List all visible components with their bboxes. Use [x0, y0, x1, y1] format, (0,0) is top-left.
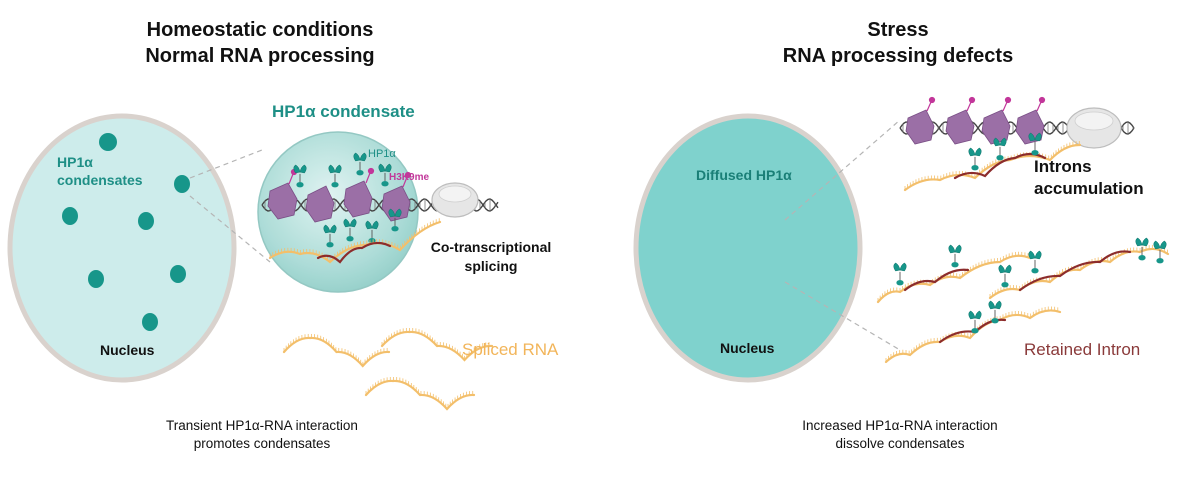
h3k9me-marks: [288, 167, 412, 188]
cotranscriptional-line1: Co-transcriptional: [430, 239, 552, 255]
hp1a-condensates-label: HP1α condensates: [57, 153, 143, 189]
hp1a-proteins: [293, 152, 402, 248]
hp1a-dot: [138, 212, 154, 230]
h3k9me-marks: [926, 96, 1046, 112]
histones: [905, 109, 1045, 145]
left-caption-line2: promotes condensates: [193, 436, 331, 451]
nucleus-right: [633, 113, 863, 383]
cotranscriptional-line2: splicing: [464, 258, 518, 274]
right-panel-title: Stress RNA processing defects: [783, 17, 1013, 69]
nascent-rna: [268, 218, 442, 264]
hp1a-dot: [62, 207, 78, 225]
hp1a-dot: [142, 313, 158, 331]
introns-accumulation-label: Introns accumulation: [1034, 156, 1144, 200]
left-caption: Transient HP1α-RNA interaction promotes …: [166, 417, 358, 453]
zoom-line: [784, 281, 901, 351]
introns-line1: Introns: [1034, 157, 1092, 176]
cotranscriptional-splicing-label: Co-transcriptional splicing: [431, 238, 552, 276]
right-title-line2: RNA processing defects: [782, 45, 1014, 67]
left-title-line2: Normal RNA processing: [145, 45, 375, 67]
right-caption-line2: dissolve condensates: [835, 436, 965, 451]
retained-intron-label: Retained Intron: [1024, 340, 1141, 359]
zoom-line: [784, 119, 901, 221]
left-caption-line1: Transient HP1α-RNA interaction: [166, 418, 358, 433]
spliced-rna-strands: [282, 327, 494, 411]
right-caption: Increased HP1α-RNA interaction dissolve …: [802, 417, 997, 453]
spliced-rna-label: Spliced RNA: [462, 340, 559, 359]
diffused-hp1a-label: Diffused HP1α: [696, 167, 792, 183]
hp1a-dot: [88, 270, 104, 288]
hp1a-condensates-line1: HP1α: [57, 154, 93, 170]
hp1a-dot: [99, 133, 117, 151]
hp1a-dot: [170, 265, 186, 283]
hp1a-proteins: [893, 132, 1167, 334]
nucleus-label-left: Nucleus: [100, 342, 155, 358]
hp1a-condensates-line2: condensates: [57, 172, 143, 188]
right-caption-line1: Increased HP1α-RNA interaction: [802, 418, 998, 433]
hp1a-dot: [174, 175, 190, 193]
zoom-line: [189, 149, 263, 179]
hp1a-protein-label: HP1α: [368, 148, 396, 160]
introns-line2: accumulation: [1034, 179, 1144, 198]
hp1a-condensate-dots: [62, 133, 190, 331]
right-title-line1: Stress: [867, 19, 929, 41]
nucleus-label-right: Nucleus: [720, 340, 775, 356]
left-title-line1: Homeostatic conditions: [146, 19, 374, 41]
condensate-title: HP1α condensate: [272, 102, 415, 121]
h3k9me-label: H3K9me: [389, 172, 430, 183]
left-panel-title: Homeostatic conditions Normal RNA proces…: [145, 17, 374, 69]
intron-retaining-rna: [876, 140, 1170, 364]
histones: [267, 180, 411, 223]
